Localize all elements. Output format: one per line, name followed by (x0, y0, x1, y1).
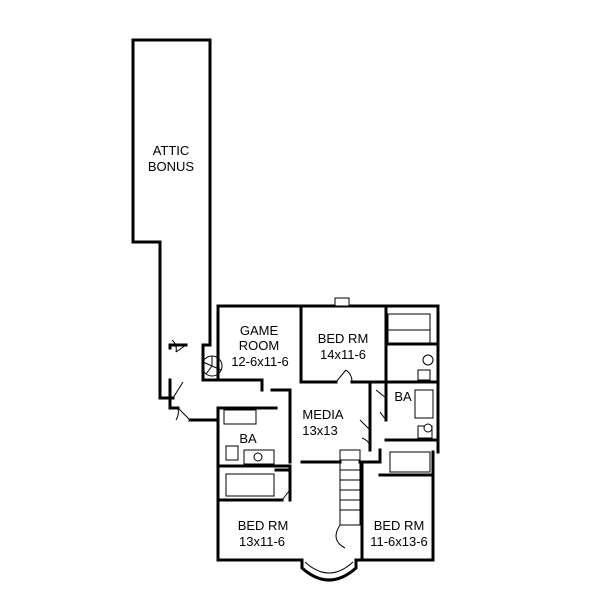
media-label: MEDIA (302, 407, 344, 422)
room-label-game-room: GAME ROOM 12-6x11-6 (231, 323, 289, 369)
attic-bonus-walls (131, 38, 212, 400)
toilet-3 (225, 445, 239, 461)
attic-label-line1: ATTIC (153, 143, 190, 158)
toilet (417, 369, 431, 381)
attic-label-line2: BONUS (148, 159, 195, 174)
bath-upper-label: BA (394, 389, 412, 404)
basin (253, 452, 263, 462)
chimney (334, 297, 350, 307)
sink-2 (423, 423, 433, 433)
tub-2 (223, 409, 257, 425)
main-stair (339, 449, 361, 526)
game-room-walls (201, 304, 303, 392)
room-label-bed-2: BED RM 13x11-6 (238, 518, 289, 549)
lower-right-walls (360, 448, 435, 562)
bed-1-dimensions: 14x11-6 (320, 347, 366, 362)
room-label-bath-upper: BA (394, 389, 412, 404)
bath-lower-label: BA (239, 431, 257, 446)
media-dimensions: 13x13 (302, 423, 337, 438)
bed-2-dimensions: 13x11-6 (239, 534, 285, 549)
game-room-dimensions: 12-6x11-6 (231, 354, 289, 369)
outer-walls (168, 297, 440, 582)
room-label-media: MEDIA 13x13 (302, 407, 344, 438)
room-label-attic: ATTIC BONUS (148, 143, 195, 174)
bed-1-label: BED RM (318, 331, 369, 346)
room-label-bath-lower: BA (239, 431, 257, 446)
sink (422, 354, 434, 366)
closet-2 (225, 473, 275, 497)
closet-3 (389, 451, 431, 473)
room-label-bed-1: BED RM 14x11-6 (318, 331, 369, 362)
tub (414, 389, 434, 419)
game-room-label-line1: GAME (240, 323, 279, 338)
bed-3-label: BED RM (374, 518, 425, 533)
bed-3-dimensions: 11-6x13-6 (370, 534, 428, 549)
bed-2-label: BED RM (238, 518, 289, 533)
game-room-label-line2: ROOM (239, 338, 279, 353)
room-label-bed-3: BED RM 11-6x13-6 (370, 518, 428, 549)
upper-bath-walls (375, 354, 440, 442)
lower-left-walls (216, 406, 292, 502)
